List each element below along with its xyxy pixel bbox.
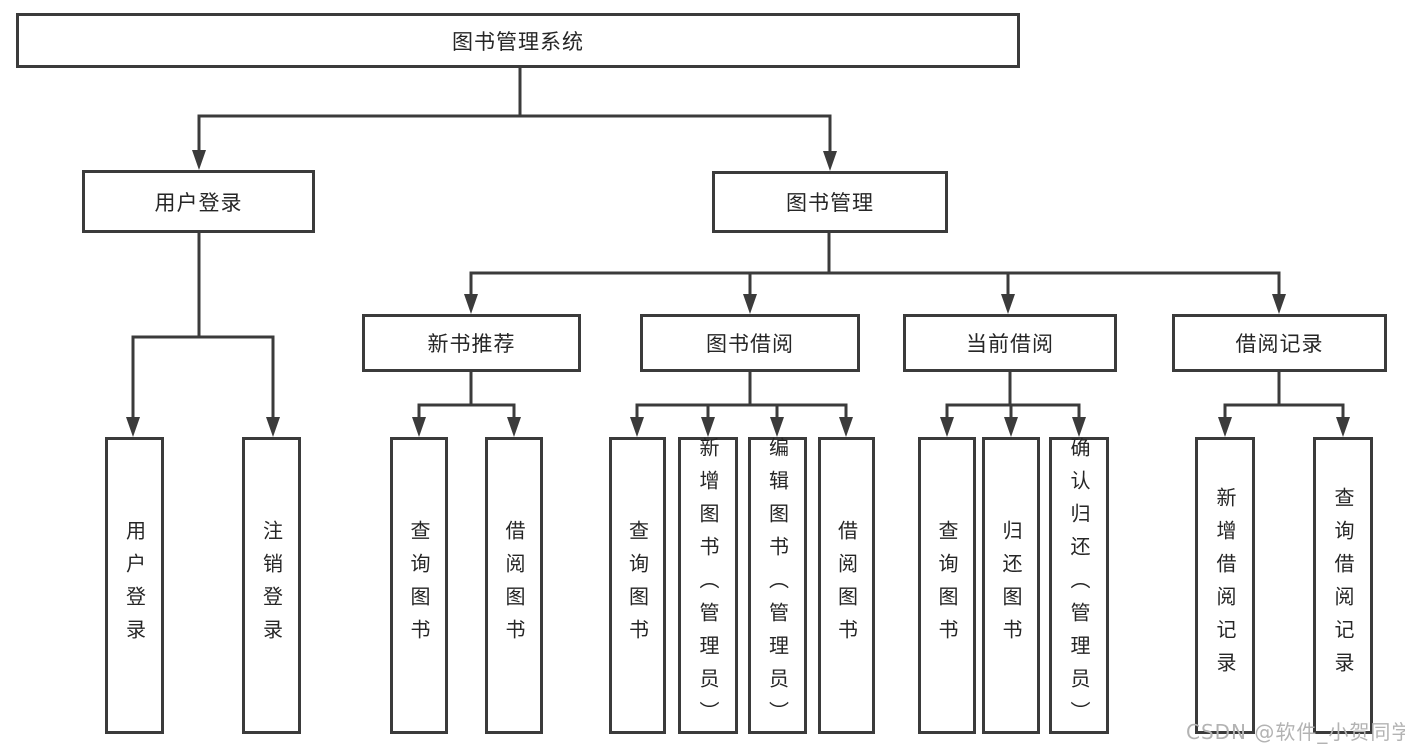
leaf-label: 归还图书	[999, 519, 1023, 652]
leaf-query-books-recommend: 查询图书	[390, 437, 448, 734]
watermark: CSDN @软件_小贺同学	[1186, 720, 1405, 744]
leaf-return-book: 归还图书	[982, 437, 1040, 734]
leaf-label: 借阅图书	[834, 519, 859, 652]
leaf-label: 查询图书	[407, 519, 431, 652]
connector-segments	[131, 66, 1345, 423]
node-new-book-recommend: 新书推荐	[362, 314, 581, 372]
leaf-edit-book-admin: 编辑图书（管理员）	[748, 437, 807, 734]
node-book-management: 图书管理	[712, 171, 948, 233]
leaf-borrow-books-borrow: 借阅图书	[818, 437, 875, 734]
leaf-user-login: 用户登录	[105, 437, 164, 734]
leaf-borrow-books-recommend: 借阅图书	[485, 437, 543, 734]
leaf-label: 确认归还（管理员）	[1067, 437, 1091, 734]
leaf-confirm-return-admin: 确认归还（管理员）	[1049, 437, 1109, 734]
node-book-borrow: 图书借阅	[640, 314, 860, 372]
node-root-system: 图书管理系统	[16, 13, 1020, 68]
leaf-label: 新增借阅记录	[1213, 486, 1237, 685]
leaf-label: 新增图书（管理员）	[696, 437, 720, 734]
node-current-borrow: 当前借阅	[903, 314, 1117, 372]
node-borrow-records: 借阅记录	[1172, 314, 1387, 372]
leaf-label: 查询图书	[625, 519, 650, 652]
leaf-label: 用户登录	[122, 519, 147, 652]
leaf-add-borrow-record: 新增借阅记录	[1195, 437, 1255, 734]
leaf-label: 查询图书	[935, 519, 959, 652]
leaf-label: 查询借阅记录	[1331, 486, 1355, 685]
leaf-query-books-borrow: 查询图书	[609, 437, 666, 734]
node-user-login: 用户登录	[82, 170, 315, 233]
leaf-query-borrow-record: 查询借阅记录	[1313, 437, 1373, 734]
leaf-label: 借阅图书	[502, 519, 526, 652]
leaf-label: 注销登录	[259, 519, 284, 652]
leaf-label: 编辑图书（管理员）	[765, 437, 790, 734]
leaf-add-book-admin: 新增图书（管理员）	[678, 437, 738, 734]
leaf-logout: 注销登录	[242, 437, 301, 734]
leaf-query-books-current: 查询图书	[918, 437, 976, 734]
